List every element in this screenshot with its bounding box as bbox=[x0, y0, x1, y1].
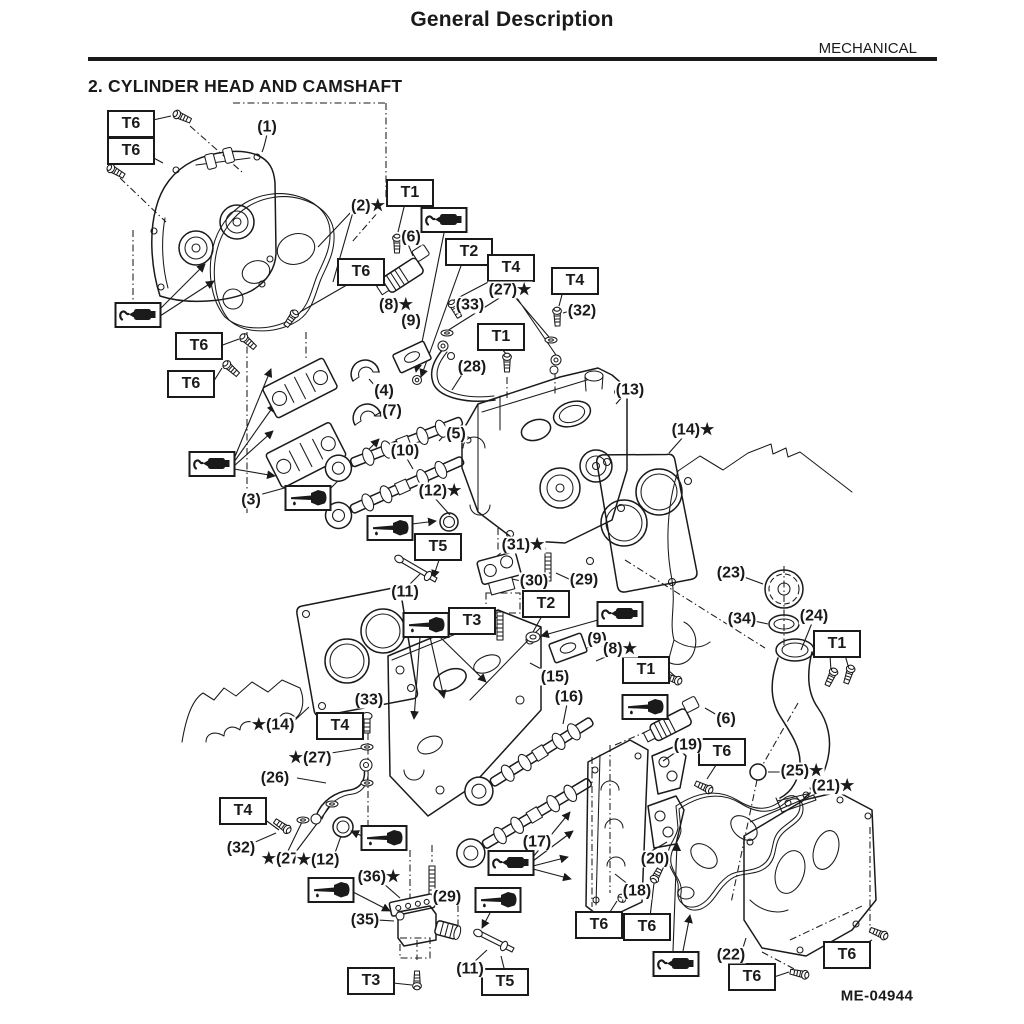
long-bolt-upper bbox=[394, 554, 438, 583]
cam-cap-brackets bbox=[350, 359, 382, 426]
cylinder-head-left bbox=[387, 609, 542, 817]
support-brackets bbox=[615, 745, 715, 905]
camshaft-carrier bbox=[585, 739, 649, 921]
solenoid-valve-assembly bbox=[388, 865, 462, 991]
construction-lines bbox=[119, 102, 871, 973]
stud-and-union-fittings bbox=[440, 297, 563, 375]
camshaft-exhaust-right bbox=[456, 778, 592, 868]
flange-bolts-top-left bbox=[104, 108, 301, 379]
oil-pipe-lower bbox=[271, 711, 374, 838]
header-rule bbox=[88, 57, 937, 61]
cam-seal-ring bbox=[439, 512, 459, 532]
engine-block-silhouette-right bbox=[667, 443, 853, 665]
o-ring bbox=[749, 763, 767, 781]
engine-block-silhouette-left bbox=[181, 679, 304, 743]
rocker-cover-gasket bbox=[667, 792, 804, 911]
oil-control-valve-lower bbox=[642, 696, 700, 743]
rocker-cover bbox=[743, 791, 890, 981]
oil-filler-duct bbox=[771, 638, 857, 813]
section-heading: 2. CYLINDER HEAD AND CAMSHAFT bbox=[88, 76, 403, 96]
valve-rocker-assembly bbox=[262, 357, 347, 488]
cam-cover bbox=[150, 146, 277, 303]
mount-grommet bbox=[525, 631, 541, 643]
oil-control-valve-upper bbox=[376, 244, 430, 296]
leader-lines bbox=[149, 115, 873, 986]
head-gasket-right bbox=[585, 453, 698, 593]
stud-bolt bbox=[361, 711, 373, 734]
figure-id: ME-04944 bbox=[840, 987, 914, 1005]
camshaft-intake-right bbox=[464, 717, 594, 806]
oil-pipe-upper bbox=[411, 340, 496, 402]
cylinder-head-right bbox=[392, 233, 628, 544]
valve-gasket-plate-upper bbox=[392, 340, 432, 374]
camshaft-exhaust-left bbox=[324, 456, 465, 530]
section-label: MECHANICAL bbox=[818, 40, 917, 57]
long-bolt-lower bbox=[473, 928, 515, 953]
tensioner-bracket bbox=[476, 551, 552, 641]
page-title: General Description bbox=[410, 8, 614, 31]
valve-gasket-plate-lower bbox=[548, 632, 588, 664]
oil-filler-cap bbox=[764, 569, 804, 609]
